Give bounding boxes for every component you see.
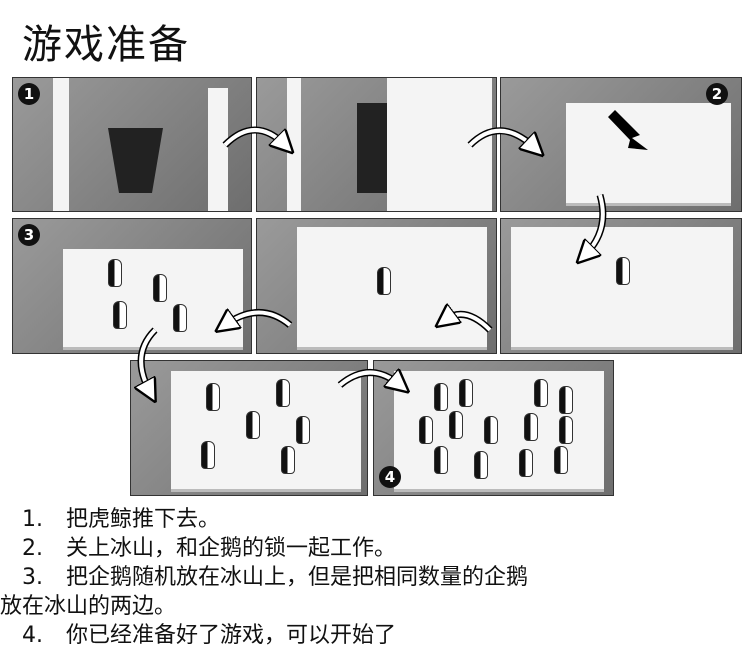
photo-step1-whale-stand: 1: [12, 77, 252, 212]
pointer-arrow-icon: [608, 110, 648, 150]
step-badge-2: 2: [706, 83, 728, 105]
photo-close-iceberg: 2: [500, 77, 742, 212]
photo-ready-board: 4: [373, 360, 614, 496]
step-2: 2.关上冰山，和企鹅的锁一起工作。: [22, 536, 397, 561]
step-badge-4: 4: [379, 466, 401, 488]
flow-arrows: [0, 110, 648, 500]
photo-push-down: [256, 77, 497, 212]
step-1: 1.把虎鲸推下去。: [22, 507, 221, 532]
step-3: 3.把企鹅随机放在冰山上，但是把相同数量的企鹅: [22, 565, 529, 590]
step-badge-1: 1: [18, 83, 40, 105]
step-4: 4.你已经准备好了游戏，可以开始了: [22, 623, 397, 648]
photo-place-penguins: 3: [12, 218, 252, 354]
photo-penguins-spread: [130, 360, 368, 496]
page-title: 游戏准备: [22, 22, 190, 68]
step-3-cont: 放在冰山的两边。: [0, 594, 177, 619]
instruction-list: 1.把虎鲸推下去。 2.关上冰山，和企鹅的锁一起工作。 3.把企鹅随机放在冰山上…: [0, 505, 529, 650]
photo-board-first-penguin: [500, 218, 742, 354]
step-badge-3: 3: [18, 224, 40, 246]
photo-board-one-penguin: [256, 218, 497, 354]
